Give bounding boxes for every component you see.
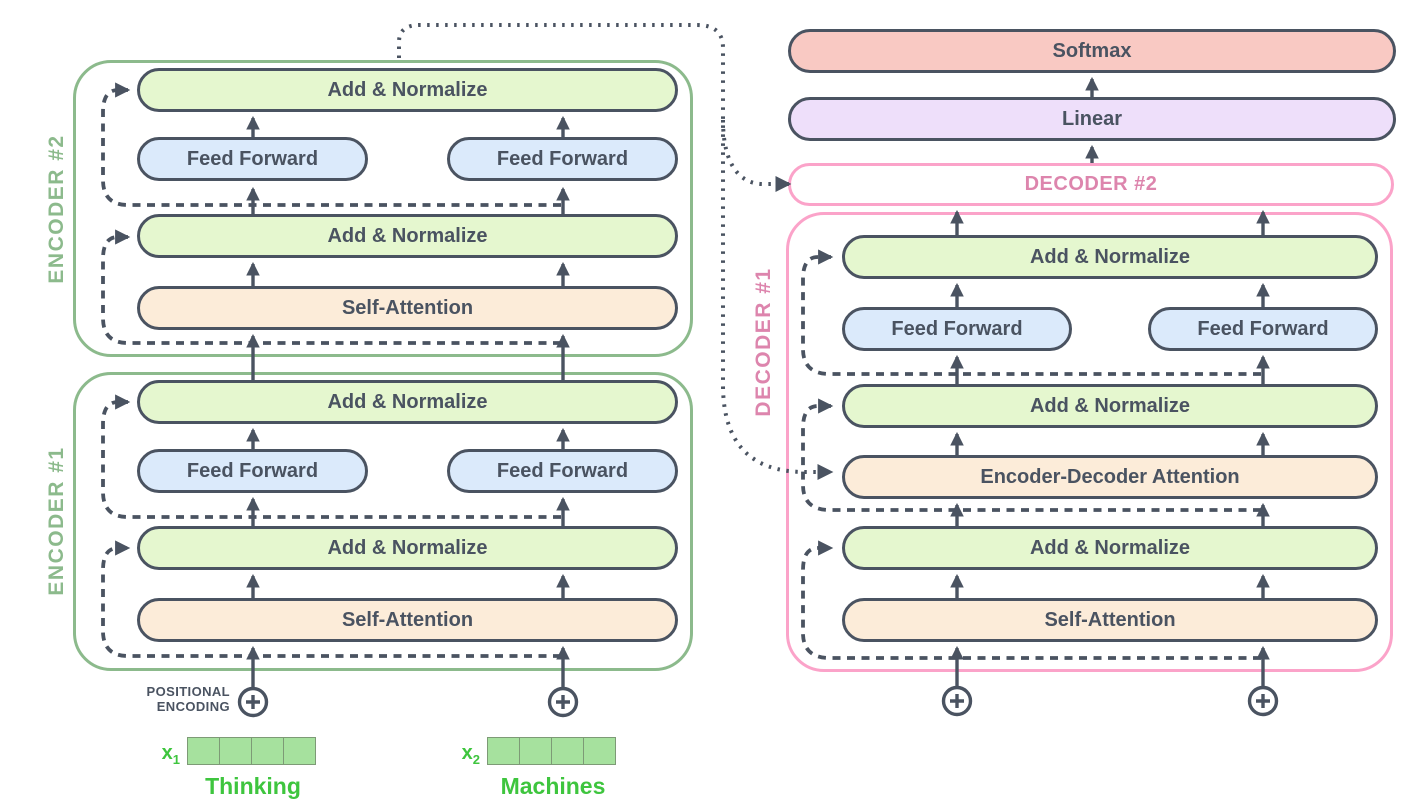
encoder2-add-normalize-bottom: Add & Normalize: [137, 214, 678, 258]
embedding-cell: [518, 737, 553, 765]
token-thinking: Thinking: [205, 773, 301, 799]
embedding-cell: [550, 737, 585, 765]
decoder1-feed-forward-right: Feed Forward: [1148, 307, 1378, 351]
embedding-cell: [187, 737, 221, 765]
positional-encoding-label: POSITIONAL ENCODING: [110, 684, 230, 714]
encoder1-feed-forward-left: Feed Forward: [137, 449, 368, 493]
encoder1-add-normalize-bottom: Add & Normalize: [137, 526, 678, 570]
embedding-x2-label: x2: [440, 742, 480, 767]
linear-box: Linear: [788, 97, 1396, 141]
x1-sub: 1: [172, 752, 180, 767]
decoder1-add-normalize-bottom: Add & Normalize: [842, 526, 1378, 570]
encoder1-self-attention: Self-Attention: [137, 598, 678, 642]
encoder2-feed-forward-left: Feed Forward: [137, 137, 368, 181]
encoder1-feed-forward-right: Feed Forward: [447, 449, 678, 493]
encoder2-label: ENCODER #2: [45, 134, 68, 284]
embedding-x2-vector: [487, 737, 617, 765]
plus-circle-icon: [547, 686, 579, 718]
token-machines: Machines: [500, 773, 606, 799]
decoder1-add-normalize-top: Add & Normalize: [842, 235, 1378, 279]
embedding-cell: [582, 737, 617, 765]
embedding-x1-vector: [187, 737, 317, 765]
decoder1-add-normalize-middle: Add & Normalize: [842, 384, 1378, 428]
encoder1-group-box: [73, 372, 693, 671]
decoder1-self-attention: Self-Attention: [842, 598, 1378, 642]
positional-encoding-line1: POSITIONAL: [146, 684, 230, 699]
decoder1-encoder-decoder-attention: Encoder-Decoder Attention: [842, 455, 1378, 499]
plus-circle-icon: [941, 685, 973, 717]
embedding-cell: [487, 737, 521, 765]
decoder1-label: DECODER #1: [752, 267, 775, 417]
plus-circle-icon: [237, 686, 269, 718]
encoder2-feed-forward-right: Feed Forward: [447, 137, 678, 181]
plus-circle-icons: [237, 685, 1279, 718]
decoder2-collapsed-box: DECODER #2: [788, 163, 1394, 206]
encoder2-self-attention: Self-Attention: [137, 286, 678, 330]
x1-base: x: [161, 742, 173, 764]
embedding-x1-label: x1: [140, 742, 180, 767]
embedding-cell: [218, 737, 253, 765]
encoder1-add-normalize-top: Add & Normalize: [137, 380, 678, 424]
encoder1-label: ENCODER #1: [45, 446, 68, 596]
embedding-cell: [250, 737, 285, 765]
decoder1-feed-forward-left: Feed Forward: [842, 307, 1072, 351]
softmax-box: Softmax: [788, 29, 1396, 73]
encoder2-add-normalize-top: Add & Normalize: [137, 68, 678, 112]
x2-sub: 2: [472, 752, 480, 767]
positional-encoding-line2: ENCODING: [156, 699, 230, 714]
x2-base: x: [461, 742, 473, 764]
embedding-cell: [282, 737, 317, 765]
plus-circle-icon: [1247, 685, 1279, 717]
